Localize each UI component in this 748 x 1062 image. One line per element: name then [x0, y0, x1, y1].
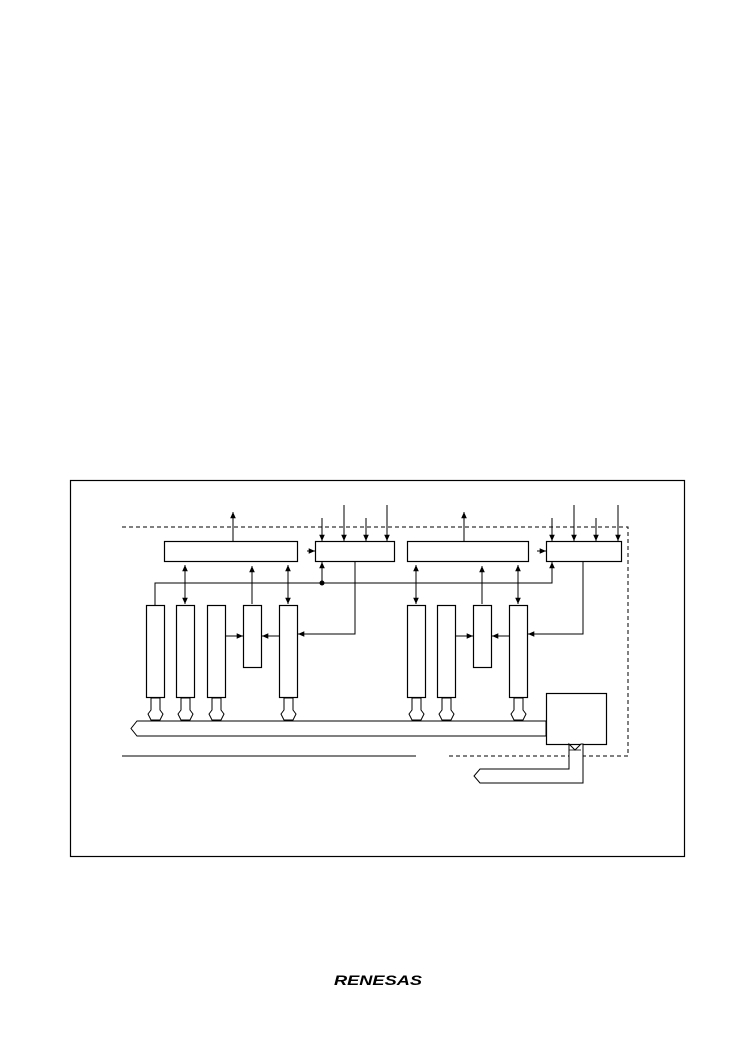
figure-frame: [69, 479, 686, 858]
register-col-r1: [406, 604, 427, 699]
register-col-r3: [472, 604, 493, 669]
register-block-top-left: [163, 540, 299, 563]
bus-connectors: [147, 697, 527, 721]
external-bus: [473, 742, 584, 784]
module-boundary: [122, 526, 629, 757]
control-inputs-left: [319, 505, 390, 541]
register-col-l5: [278, 604, 299, 699]
control-to-register: [298, 562, 584, 637]
register-links: [182, 565, 521, 604]
register-block-top-right: [406, 540, 530, 563]
renesas-logo: RENESAS: [334, 972, 424, 993]
register-col-l3: [206, 604, 227, 699]
internal-data-bus: [130, 720, 547, 737]
register-col-l1: [145, 604, 166, 699]
control-inputs-right: [549, 505, 621, 541]
register-col-r2: [436, 604, 457, 699]
control-block-top-right: [545, 540, 623, 563]
internal-bus-line: [154, 562, 555, 605]
register-col-l4: [242, 604, 263, 669]
register-col-l2: [175, 604, 196, 699]
renesas-logo-text: RENESAS: [334, 973, 422, 988]
control-block-top-left: [314, 540, 396, 563]
register-col-r4: [508, 604, 529, 699]
bus-interface-block: [545, 692, 608, 746]
bus-junction: [319, 580, 325, 586]
